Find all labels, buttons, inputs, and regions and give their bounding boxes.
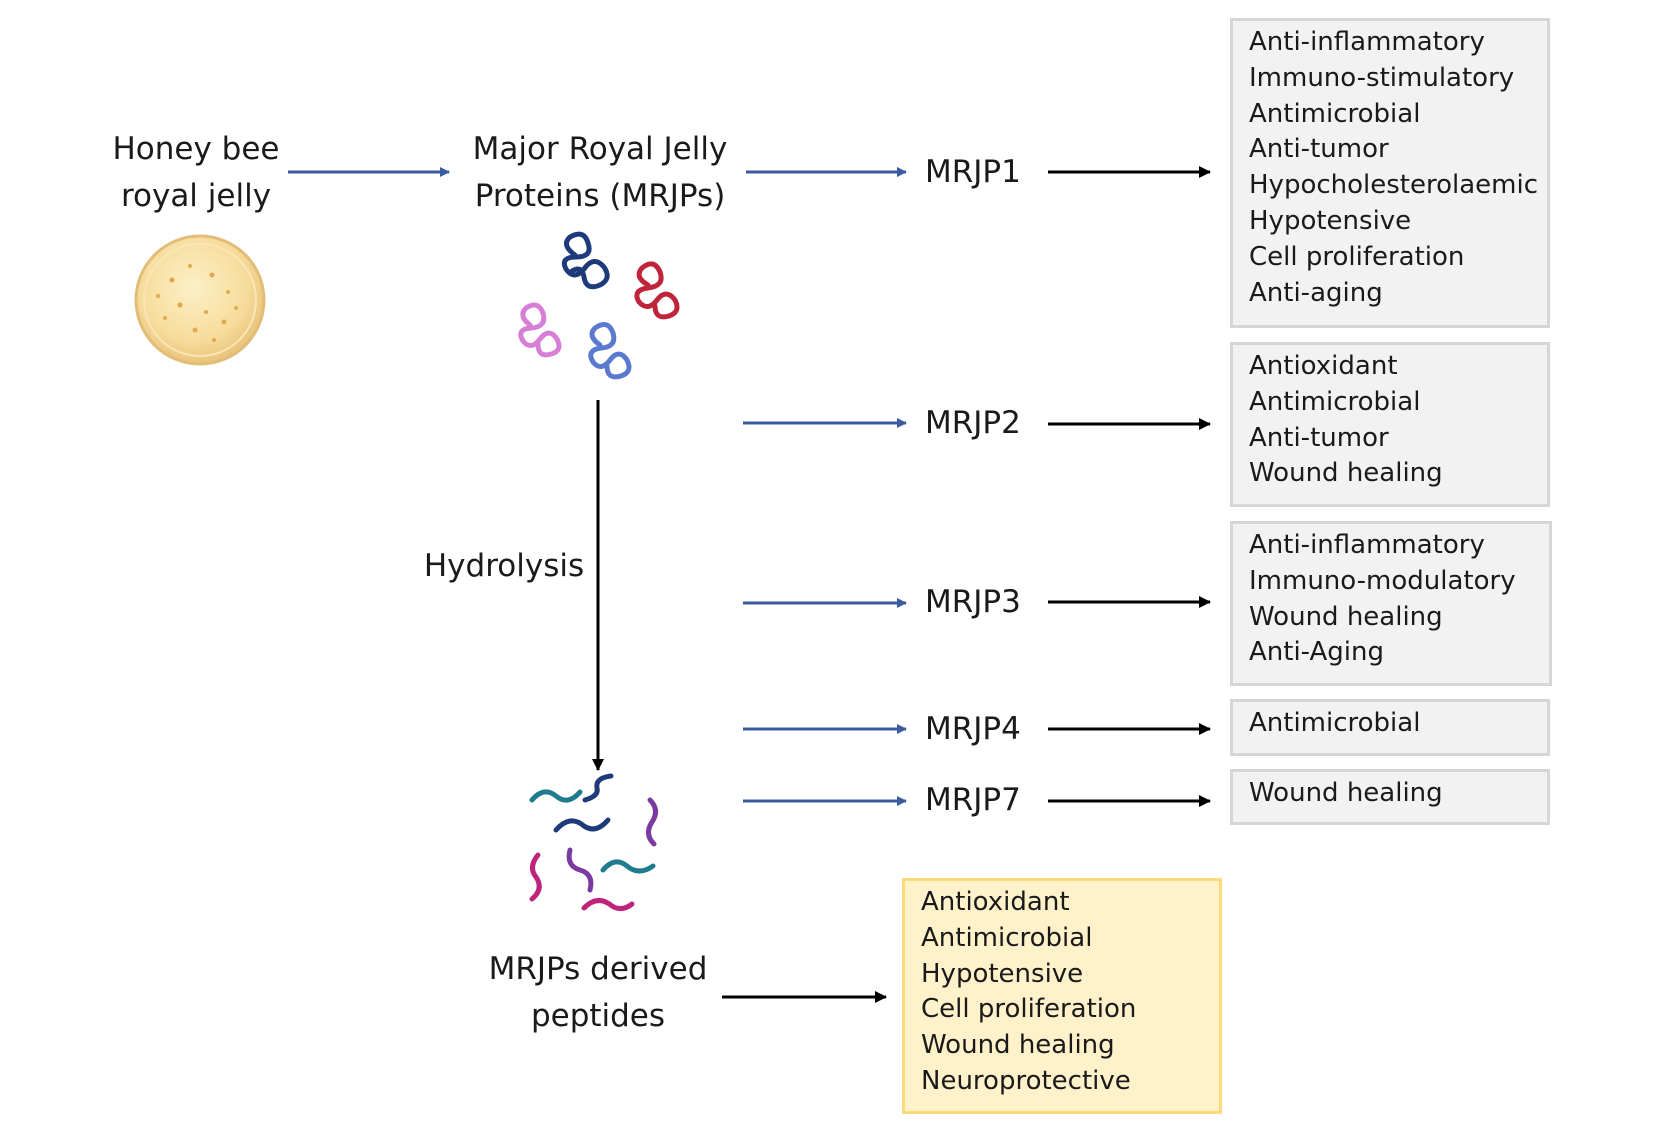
- activity-item: Anti-tumor: [1249, 134, 1389, 165]
- mrjp4-activities-box: Antimicrobial: [1230, 699, 1550, 756]
- activity-item: Cell proliferation: [1249, 241, 1465, 272]
- peptides-label: MRJPs derived peptides: [470, 946, 726, 1040]
- proteins-line-1: Major Royal Jelly: [472, 131, 728, 167]
- mrjp2-label: MRJP2: [925, 405, 1021, 441]
- activity-item: Immuno-modulatory: [1249, 565, 1516, 596]
- mrjp1-activities-box: Anti-inflammatory Immuno-stimulatory Ant…: [1230, 18, 1550, 328]
- peptides-line-1: MRJPs derived: [488, 951, 708, 987]
- source-line-2: royal jelly: [120, 178, 272, 214]
- activity-item: Wound healing: [921, 1030, 1115, 1061]
- mrjp1-label: MRJP1: [925, 154, 1021, 190]
- mrjp7-activities-box: Wound healing: [1230, 769, 1550, 825]
- activity-item: Anti-tumor: [1249, 422, 1389, 453]
- mrjp4-label: MRJP4: [925, 711, 1021, 747]
- proteins-line-2: Proteins (MRJPs): [474, 178, 726, 214]
- activity-item: Hypotensive: [1249, 205, 1412, 236]
- activity-item: Wound healing: [1249, 778, 1443, 808]
- activity-item: Hypocholesterolaemic: [1249, 170, 1539, 201]
- activity-item: Antimicrobial: [1249, 98, 1421, 129]
- activity-item: Hypotensive: [921, 958, 1084, 989]
- royal-jelly-icon: [134, 234, 266, 366]
- activity-item: Wound healing: [1249, 458, 1443, 489]
- activity-item: Anti-inflammatory: [1249, 27, 1485, 57]
- peptides-line-2: peptides: [530, 998, 666, 1034]
- activity-item: Anti-aging: [1249, 277, 1383, 308]
- mrjp7-label: MRJP7: [925, 782, 1021, 818]
- mrjp3-label: MRJP3: [925, 584, 1021, 620]
- activity-item: Antioxidant: [1249, 351, 1398, 381]
- source-line-1: Honey bee: [112, 131, 280, 167]
- activity-item: Anti-inflammatory: [1249, 530, 1485, 560]
- mrjp3-activities-box: Anti-inflammatory Immuno-modulatory Woun…: [1230, 521, 1552, 686]
- hydrolysis-label: Hydrolysis: [423, 548, 585, 584]
- proteins-label: Major Royal Jelly Proteins (MRJPs): [455, 126, 745, 220]
- peptide-icon: [529, 773, 658, 912]
- protein-icon: [518, 231, 680, 380]
- mrjp2-activities-box: Antioxidant Antimicrobial Anti-tumor Wou…: [1230, 342, 1550, 507]
- peptides-activities-box: Antioxidant Antimicrobial Hypotensive Ce…: [902, 878, 1222, 1114]
- activity-item: Immuno-stimulatory: [1249, 62, 1515, 93]
- activity-item: Antimicrobial: [1249, 708, 1421, 738]
- activity-item: Anti-Aging: [1249, 637, 1384, 668]
- activity-item: Neuroprotective: [921, 1065, 1131, 1096]
- activity-item: Cell proliferation: [921, 994, 1137, 1025]
- activity-item: Antimicrobial: [1249, 386, 1421, 417]
- activity-item: Antioxidant: [921, 887, 1070, 917]
- activity-item: Antimicrobial: [921, 922, 1093, 953]
- source-label: Honey bee royal jelly: [96, 126, 296, 220]
- activity-item: Wound healing: [1249, 601, 1443, 632]
